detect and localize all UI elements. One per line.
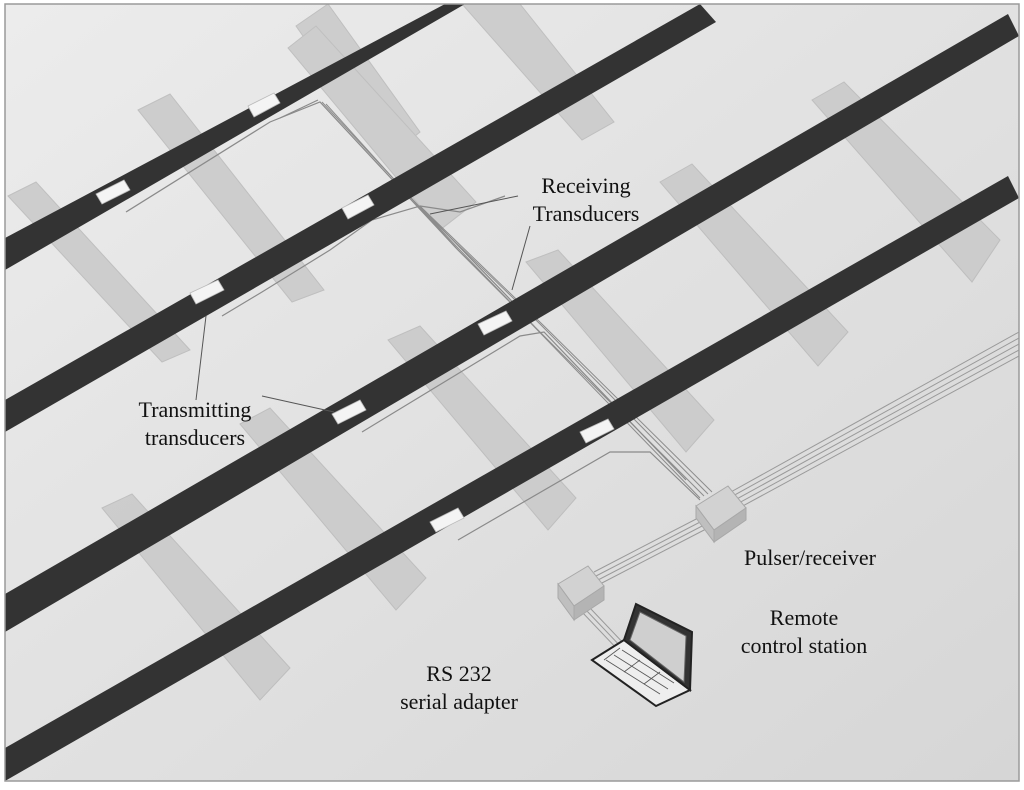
rs232-serial-adapter-label: RS 232 serial adapter: [384, 660, 534, 716]
transducer: [429, 507, 465, 533]
rail: [5, 176, 1019, 781]
rail: [5, 4, 465, 270]
transducer: [477, 310, 513, 336]
cable-pulser-adapter: [593, 515, 709, 585]
remote-control-station-label: Remote control station: [724, 604, 884, 660]
transmitting-transducers-label: Transmitting transducers: [120, 396, 270, 452]
pulser-receiver-label: Pulser/receiver: [728, 544, 892, 572]
transmitting-line-1: Transmitting: [138, 397, 252, 422]
remote-line-1: Remote: [769, 605, 839, 630]
rails: [5, 4, 1019, 781]
transducer: [331, 399, 367, 425]
rs232-line-1: RS 232: [426, 661, 492, 686]
rail: [5, 14, 1019, 632]
pulser-receiver-text: Pulser/receiver: [744, 545, 876, 570]
remote-line-2: control station: [740, 633, 868, 658]
cable-bundle-right: [719, 331, 1019, 515]
receiving-line-1: Receiving: [541, 173, 631, 198]
receiving-transducers-label: Receiving Transducers: [522, 172, 650, 228]
transducer: [95, 179, 131, 205]
leader-lines: [195, 195, 531, 413]
transducer: [247, 92, 281, 118]
transmitting-line-2: transducers: [144, 425, 246, 450]
transducer: [189, 279, 225, 305]
rs232-line-2: serial adapter: [400, 689, 518, 714]
rail: [5, 4, 716, 432]
rs232-adapter-box-icon: [557, 565, 605, 622]
transducer: [341, 194, 375, 220]
pulser-receiver-box-icon: [695, 485, 747, 544]
sleeper: [525, 249, 715, 453]
laptop-icon: [590, 602, 694, 708]
frame-border: [4, 3, 1020, 782]
receiving-line-2: Transducers: [532, 201, 640, 226]
transducer: [579, 418, 615, 444]
transducers: [95, 92, 615, 533]
